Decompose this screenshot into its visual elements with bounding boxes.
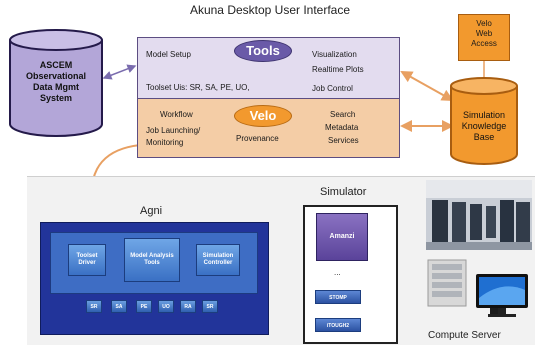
simulation-controller-node: Simulation Controller [196, 244, 240, 276]
model-setup-label: Model Setup [146, 50, 191, 59]
knowledge-base-label: Simulation Knowledge Base [450, 110, 518, 143]
ascem-label: ASCEM Observational Data Mgmt System [12, 60, 100, 104]
web-line-3: Access [471, 39, 497, 48]
server-room-image [426, 180, 532, 250]
knowledge-base-cylinder [450, 77, 518, 165]
realtime-plots-label: Realtime Plots [312, 65, 364, 74]
module-ra: RA [180, 300, 196, 313]
web-line-2: Web [475, 29, 493, 38]
visualization-label: Visualization [312, 50, 357, 59]
kb-line-1: Simulation [462, 110, 506, 120]
workflow-label: Workflow [160, 110, 193, 119]
module-sr-2: SR [202, 300, 218, 313]
simulator-ellipsis: ... [334, 268, 341, 277]
ascem-line-2: Observational [25, 71, 87, 81]
job-control-label: Job Control [312, 84, 353, 93]
ascem-line-4: System [39, 93, 73, 103]
stomp-node: STOMP [315, 290, 361, 304]
provenance-label: Provenance [236, 134, 279, 143]
itough2-node: iTOUGH2 [315, 318, 361, 332]
services-label: Services [328, 136, 359, 145]
search-label: Search [330, 110, 356, 119]
kb-line-2: Knowledge [461, 121, 507, 131]
velo-web-access-box: Velo Web Access [458, 14, 510, 61]
ascem-line-1: ASCEM [39, 60, 73, 70]
diagram-title: Akuna Desktop User Interface [189, 3, 351, 17]
agni-title: Agni [140, 205, 163, 217]
module-uo: UO [158, 300, 174, 313]
model-analysis-tools-node: Model Analysis Tools [124, 238, 180, 282]
desktop-computer-image [476, 274, 528, 317]
toolset-driver-node: Toolset Driver [68, 244, 106, 276]
web-line-1: Velo [476, 19, 492, 28]
ascem-akuna-connector [102, 64, 137, 80]
module-sr-1: SR [86, 300, 102, 313]
module-pe: PE [136, 300, 152, 313]
ascem-database-cylinder [9, 29, 103, 137]
kb-line-3: Base [473, 132, 495, 142]
compute-server-label: Compute Server [428, 330, 501, 341]
job-launching-label: Job Launching/ [146, 126, 201, 135]
toolset-label: Toolset Uis: SR, SA, PE, UO, [146, 83, 250, 92]
akuna-kb-connector-upper [400, 71, 454, 101]
tools-pill: Tools [234, 40, 292, 62]
simulator-title: Simulator [320, 186, 367, 198]
monitoring-label: Monitoring [146, 138, 184, 147]
module-sa: SA [111, 300, 127, 313]
compute-server-illustration [426, 180, 532, 317]
ascem-line-3: Data Mgmt [32, 82, 79, 92]
rack-cabinet-image [427, 259, 467, 307]
metadata-label: Metadata [325, 123, 359, 132]
velo-pill: Velo [234, 105, 292, 127]
amanzi-node: Amanzi [316, 213, 368, 261]
